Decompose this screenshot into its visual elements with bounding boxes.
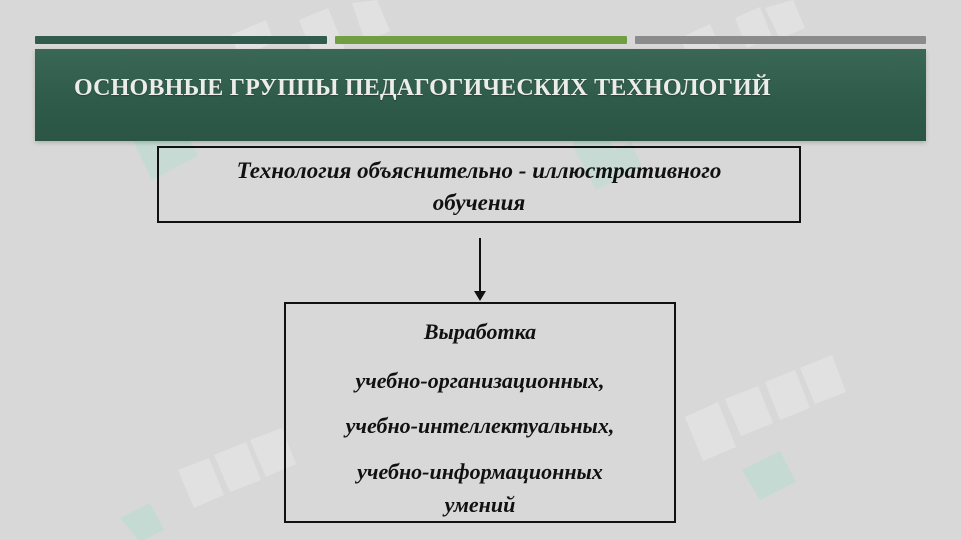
top-bar-gray xyxy=(635,36,926,44)
title-banner: ОСНОВНЫЕ ГРУППЫ ПЕДАГОГИЧЕСКИХ ТЕХНОЛОГИ… xyxy=(35,49,926,141)
decorative-top-bars xyxy=(35,36,926,44)
top-bar-green xyxy=(335,36,627,44)
down-arrow-icon xyxy=(479,238,481,294)
down-arrow-head-icon xyxy=(474,291,486,301)
top-bar-dark-green xyxy=(35,36,327,44)
technology-box: Технология объяснительно - иллюстративно… xyxy=(157,146,801,223)
technology-line-2: обучения xyxy=(432,190,526,215)
skills-line-3: учебно-интеллектуальных, xyxy=(345,413,615,438)
skills-line-4: учебно-информационных xyxy=(357,459,603,484)
skills-line-2: учебно-организационных, xyxy=(355,368,605,393)
slide-title: ОСНОВНЫЕ ГРУППЫ ПЕДАГОГИЧЕСКИХ ТЕХНОЛОГИ… xyxy=(74,75,771,101)
technology-line-1: Технология объяснительно - иллюстративно… xyxy=(236,158,722,183)
skills-line-1: Выработка xyxy=(423,319,537,344)
skills-box: Выработка учебно-организационных, учебно… xyxy=(284,302,676,523)
skills-line-5: умений xyxy=(444,492,516,517)
